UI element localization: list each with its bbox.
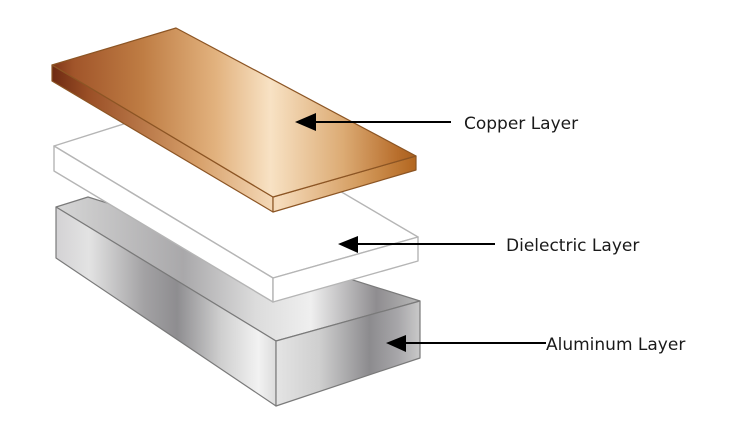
copper-arrow — [295, 113, 451, 131]
dielectric-arrow — [338, 236, 495, 253]
arrowhead-icon — [295, 113, 316, 131]
copper-layer-label: Copper Layer — [464, 114, 578, 134]
arrowhead-icon — [386, 335, 406, 352]
dielectric-front-face — [272, 236, 419, 303]
aluminum-arrow — [386, 335, 546, 352]
arrowhead-icon — [338, 236, 358, 253]
aluminum-front-face — [275, 300, 421, 407]
dielectric-layer-label: Dielectric Layer — [506, 236, 639, 256]
copper-top-face — [51, 27, 417, 198]
aluminum-layer-label: Aluminum Layer — [546, 335, 685, 355]
copper-layer — [51, 27, 417, 213]
